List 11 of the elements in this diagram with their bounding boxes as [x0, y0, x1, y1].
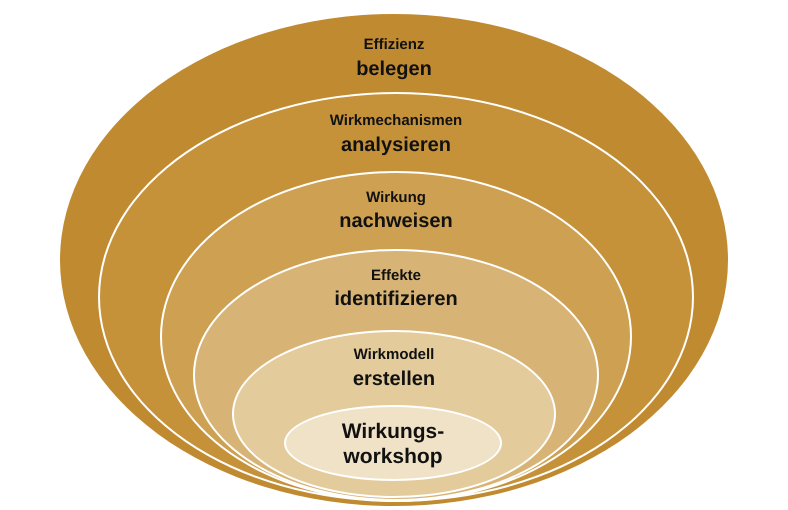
stage-action: analysieren — [340, 134, 452, 157]
stage-action: belegen — [355, 58, 433, 81]
stage-heading: Effizienz — [362, 36, 426, 53]
stage-action: erstellen — [352, 368, 436, 391]
stage-heading: Wirkmechanismen — [328, 112, 464, 129]
stage-heading: Wirkung — [365, 189, 427, 206]
stage-action: identifizieren — [333, 288, 459, 311]
stage-heading: Wirkmodell — [352, 346, 436, 363]
stage-heading: Effekte — [370, 267, 422, 284]
stage-label: Wirkungs- workshop — [340, 419, 446, 469]
stage-action: nachweisen — [338, 210, 454, 233]
